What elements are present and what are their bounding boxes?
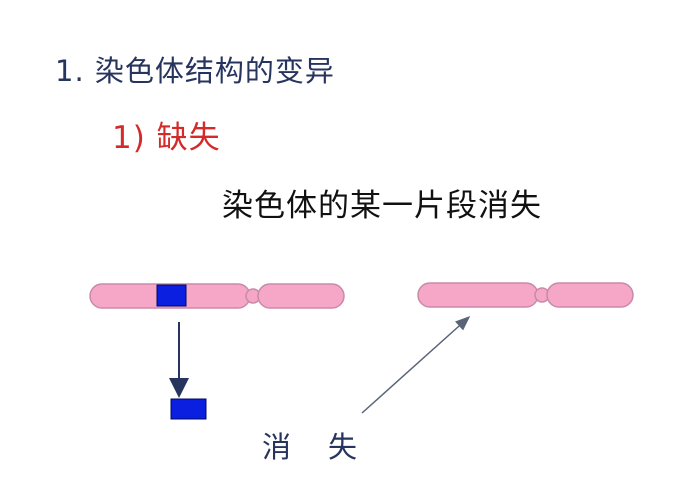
chromosome-short-arm (257, 283, 345, 309)
chromosome-short-arm (546, 282, 634, 308)
label-char-2: 失 (328, 430, 358, 464)
segment-block (156, 284, 187, 307)
arrow-diagonal-icon (361, 315, 471, 414)
definition-statement: 染色体的某一片段消失 (222, 188, 542, 224)
deleted-segment (170, 398, 207, 420)
resulting-chromosome (417, 282, 634, 308)
page-heading: 1. 染色体结构的变异 (55, 54, 335, 88)
original-chromosome (89, 283, 345, 309)
section-subheading: 1) 缺失 (112, 120, 221, 156)
label-char-1: 消 (262, 430, 292, 464)
chromosome-long-arm (417, 282, 539, 308)
